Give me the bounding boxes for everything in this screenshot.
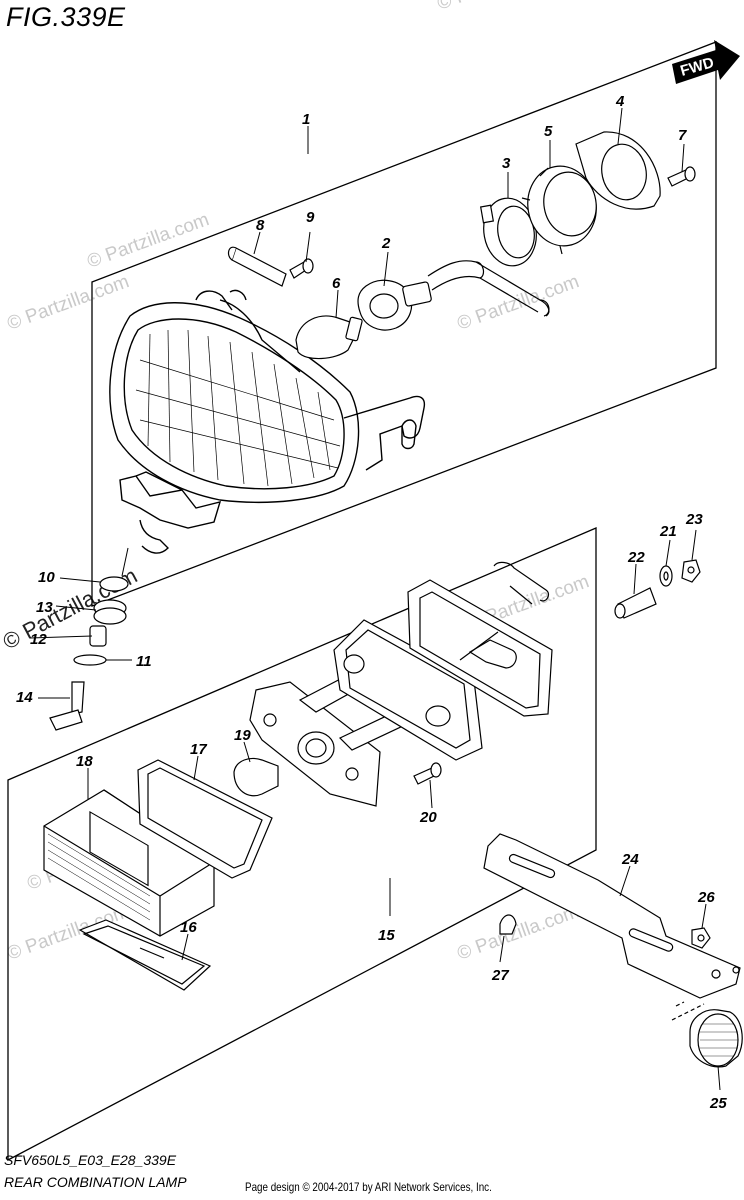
washer-part-21 xyxy=(659,565,673,587)
callout-23: 23 xyxy=(685,511,703,528)
bulb-part-19 xyxy=(233,757,279,797)
callout-21: 21 xyxy=(659,523,677,540)
bolt-part-14 xyxy=(49,681,85,731)
callout-18: 18 xyxy=(76,753,93,770)
bulb-part-6 xyxy=(295,315,363,360)
leader-lines xyxy=(29,107,721,1091)
callout-2: 2 xyxy=(381,235,391,252)
callout-24: 24 xyxy=(621,851,639,868)
callout-4: 4 xyxy=(615,93,625,110)
callout-17: 17 xyxy=(190,741,207,758)
callout-numbers: 1 2 3 4 5 6 7 8 9 10 11 12 13 14 15 16 1… xyxy=(16,93,727,1112)
grommet-stack-parts-10-13 xyxy=(73,576,129,666)
callout-6: 6 xyxy=(332,275,341,292)
gasket-part-4 xyxy=(575,131,661,210)
watermark: © Partzilla.com xyxy=(5,271,132,335)
round-reflector-part-25 xyxy=(671,1001,743,1068)
callout-11: 11 xyxy=(136,653,152,670)
cover-part-3 xyxy=(479,197,537,267)
tail-lamp-housing xyxy=(109,289,426,554)
callout-26: 26 xyxy=(697,889,715,906)
callout-27: 27 xyxy=(491,967,509,984)
watermark: © Partzilla.com xyxy=(435,0,562,15)
callout-22: 22 xyxy=(627,549,645,566)
collar-part-22 xyxy=(614,587,657,619)
callout-1: 1 xyxy=(302,111,310,128)
callout-20: 20 xyxy=(419,809,437,826)
rear-frame-gasket xyxy=(407,561,553,717)
diagram-name: REAR COMBINATION LAMP xyxy=(4,1174,187,1190)
callout-25: 25 xyxy=(709,1095,727,1112)
watermark: © Partzilla.com xyxy=(85,209,212,273)
callout-8: 8 xyxy=(256,217,265,234)
socket-with-harness-part-2 xyxy=(357,260,550,331)
callout-16: 16 xyxy=(180,919,197,936)
screw-part-7 xyxy=(667,166,696,187)
upper-assembly-frame xyxy=(91,41,717,607)
callout-9: 9 xyxy=(306,209,315,226)
callout-13: 13 xyxy=(36,599,53,616)
figure-title: FIG.339E xyxy=(6,2,126,32)
socket-plate xyxy=(249,649,425,807)
lower-assembly-frame xyxy=(7,527,597,1162)
callout-14: 14 xyxy=(16,689,33,706)
forward-arrow-icon: FWD xyxy=(672,40,740,84)
grommet-part-27 xyxy=(499,914,517,935)
callout-7: 7 xyxy=(678,127,687,144)
screw-part-9 xyxy=(289,258,314,279)
callout-19: 19 xyxy=(234,727,251,744)
watermark: © Partzilla.com xyxy=(455,901,582,965)
bracket-part-24 xyxy=(483,833,741,999)
nut-part-26 xyxy=(691,927,711,949)
gasket-part-17 xyxy=(137,759,273,879)
nut-part-23 xyxy=(681,559,701,583)
copyright-notice: Page design © 2004-2017 by ARI Network S… xyxy=(245,1180,492,1194)
callout-12: 12 xyxy=(30,631,47,648)
lens-part-18 xyxy=(43,789,215,937)
callout-10: 10 xyxy=(38,569,55,586)
lamp-housing-frame xyxy=(333,619,483,761)
callout-3: 3 xyxy=(502,155,511,172)
reflector-part-16 xyxy=(78,919,212,991)
model-code: SFV650L5_E03_E28_339E xyxy=(4,1152,177,1168)
watermark: © Partzilla.com xyxy=(455,271,582,335)
screw-part-20 xyxy=(413,762,442,785)
callout-5: 5 xyxy=(544,123,553,140)
clamp-part-8 xyxy=(227,246,287,287)
ring-part-5 xyxy=(521,165,597,255)
callout-15: 15 xyxy=(378,927,395,944)
